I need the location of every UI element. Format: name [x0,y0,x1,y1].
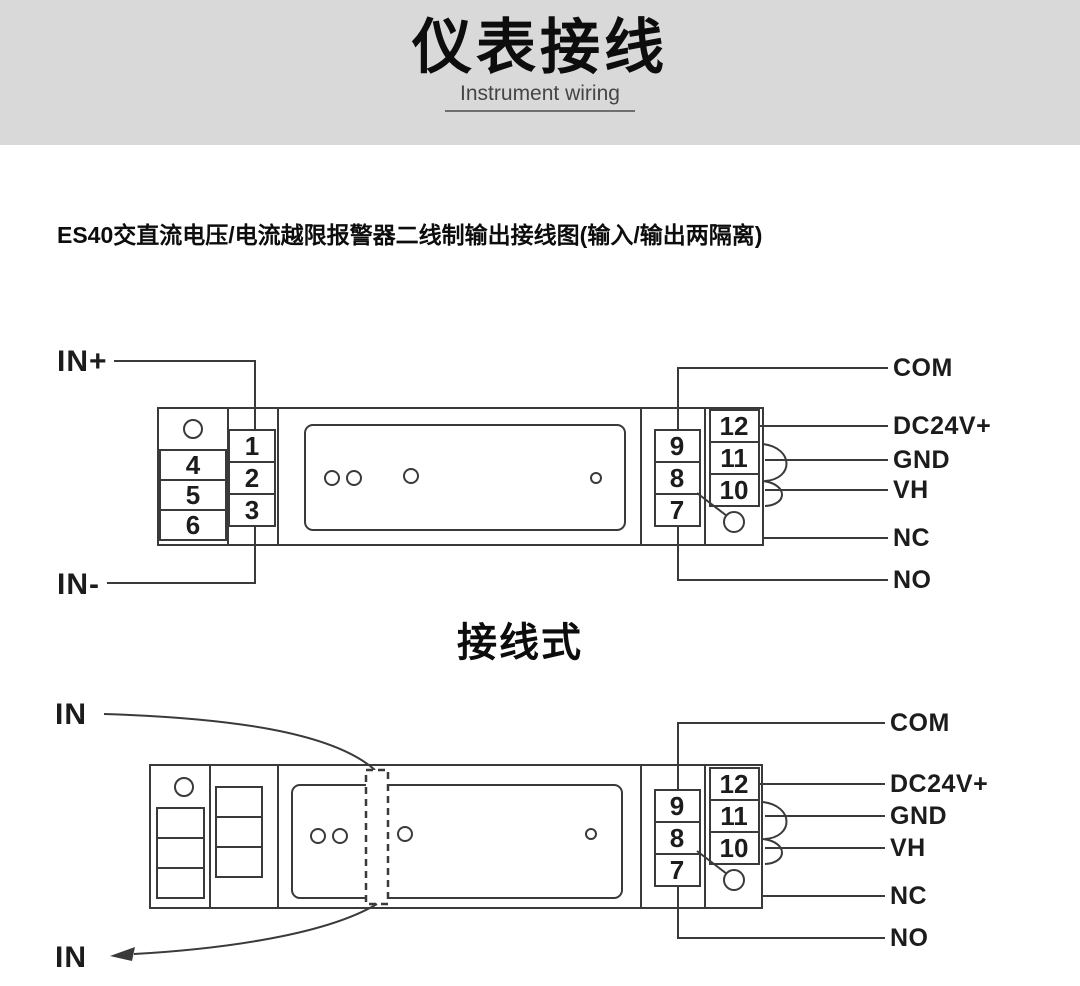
blank-terminal-box [215,816,263,848]
terminal-box-1 [228,429,276,463]
indicator-circle-3 [397,826,413,842]
terminal-number-9: 9 [670,791,684,821]
terminal-box-5 [159,479,227,511]
output-label-com: COM [890,709,950,737]
output-label-dc24v: DC24V+ [893,412,991,440]
pass-through-window [364,768,390,906]
wire-clip-lower [762,480,783,507]
output-label-gnd: GND [890,802,947,830]
output-wire-com [677,722,885,790]
wiring-diagram-threading: IN IN 9 8 7 12 11 10 COM DC24V+ G [55,698,988,974]
input-positive-label: IN+ [57,345,108,378]
device-outline [157,407,764,546]
mounting-hole-right-icon [723,869,745,891]
terminal-box-6 [159,509,227,541]
blank-terminal-box [156,867,205,899]
header-banner: 仪表接线 Instrument wiring [0,0,1080,145]
mounting-hole-icon [174,777,194,797]
indicator-circle-1 [310,828,326,844]
output-wire-no [677,886,885,939]
terminal-box-10 [709,831,760,865]
wiring-diagram-two-wire-output: IN+ IN- 4 5 6 1 2 3 9 8 7 12 11 10 [57,345,991,601]
terminal-number-6: 6 [186,510,200,540]
terminal-number-9: 9 [670,431,684,461]
device-outline [149,764,763,909]
output-wire-no [677,526,888,581]
relay-contact-line [696,492,728,517]
output-wire-com [677,367,888,430]
output-label-nc: NC [893,524,930,552]
arrow-left-icon [110,947,135,961]
wire-clip-lower [762,838,783,865]
terminal-number-4: 4 [186,450,201,480]
terminal-number-8: 8 [670,463,684,493]
device-face-panel [304,424,626,531]
terminal-number-10: 10 [720,833,749,863]
page-title: 仪表接线 [412,14,668,81]
terminal-number-2: 2 [245,463,259,493]
subtitle-underline [445,110,635,112]
output-label-gnd: GND [893,446,950,474]
indicator-circle-2 [332,828,348,844]
output-label-dc24v: DC24V+ [890,770,988,798]
terminal-box-3 [228,493,276,527]
terminal-number-7: 7 [670,495,684,525]
indicator-circle-1 [324,470,340,486]
terminal-number-3: 3 [245,495,259,525]
section-title: ES40交直流电压/电流越限报警器二线制输出接线图(输入/输出两隔离) [57,222,763,248]
input-positive-wire [114,360,256,430]
blank-terminal-box [215,786,263,818]
input-bottom-label: IN [55,941,87,974]
blank-terminal-box [156,837,205,869]
terminal-box-2 [228,461,276,495]
input-top-label: IN [55,698,87,731]
output-label-com: COM [893,354,953,382]
indicator-circle-3 [403,468,419,484]
terminal-box-12 [709,409,760,443]
mounting-hole-right-icon [723,511,745,533]
terminal-number-11: 11 [720,801,748,831]
terminal-number-5: 5 [186,480,200,510]
terminal-number-12: 12 [720,411,749,441]
terminal-number-7: 7 [670,855,684,885]
terminal-number-8: 8 [670,823,684,853]
indicator-circle-2 [346,470,362,486]
terminal-number-11: 11 [720,443,748,473]
terminal-box-11 [709,799,760,833]
terminal-box-8 [654,461,701,495]
relay-contact-line [696,850,728,875]
device-face-panel [291,784,623,899]
terminal-box-4 [159,449,227,481]
page-subtitle: Instrument wiring [460,82,620,105]
input-top-wire [103,713,376,771]
output-label-vh: VH [893,476,929,504]
output-label-vh: VH [890,834,926,862]
input-bottom-wire [133,903,378,955]
terminal-number-1: 1 [245,431,259,461]
output-label-nc: NC [890,882,927,910]
output-label-no: NO [890,924,929,952]
terminal-box-10 [709,473,760,507]
terminal-box-11 [709,441,760,475]
blank-terminal-box [156,807,205,839]
indicator-circle-4 [590,472,602,484]
wire-clip-upper [762,801,788,840]
wire-clip-upper [762,443,788,482]
diagram2-title: 接线式 [457,621,583,665]
blank-terminal-box [215,846,263,878]
indicator-circle-4 [585,828,597,840]
mounting-hole-icon [183,419,203,439]
output-label-no: NO [893,566,932,594]
input-negative-label: IN- [57,568,100,601]
terminal-number-10: 10 [720,475,749,505]
terminal-number-12: 12 [720,769,749,799]
